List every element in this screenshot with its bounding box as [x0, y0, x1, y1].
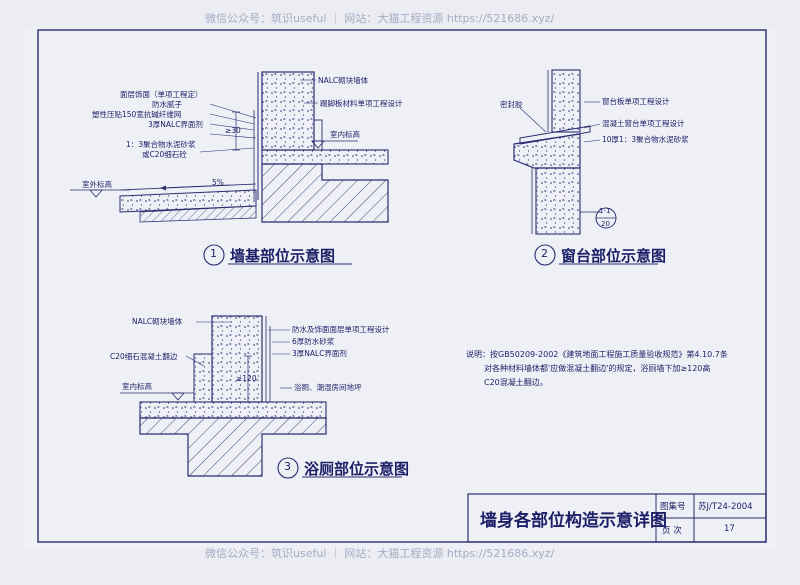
title-block-title: 墙身各部位构造示意详图 [480, 511, 667, 531]
sheet-border [37, 29, 767, 543]
detail-2-drawing [513, 69, 658, 266]
d1-caption: 墙基部位示意图 [230, 247, 336, 265]
title-block-frame [467, 493, 767, 543]
d2-section-top: 1-1 [599, 207, 611, 215]
d2-sealant-label: 密封胶 [500, 100, 523, 109]
d1-nalc-interface-label: 3厚NALC界面剂 [148, 120, 203, 129]
d1-outdoor-label: 室外标高 [82, 180, 112, 189]
detail-3-drawing [120, 315, 402, 479]
sheet-no-label: 图集号 [660, 502, 686, 512]
note-line: 说明：按GB50209-2002《建筑地面工程施工质量验收规范》第4.10.7条 [466, 350, 728, 359]
d3-waterproof-finish-label: 防水及饰面面层单项工程设计 [292, 325, 390, 334]
d3-nalc-interface-label: 3厚NALC界面剂 [292, 349, 347, 358]
d1-plastic-mesh-label: 塑性压贴150宽抗碱纤维网 [92, 110, 182, 119]
d1-nalc-wall-label: NALC砌块墙体 [318, 76, 369, 85]
d1-indoor-label: 室内标高 [330, 130, 360, 139]
d3-nalc-wall-label: NALC砌块墙体 [132, 317, 183, 326]
d1-dim-label: ≥30 [225, 126, 241, 135]
d3-dim-label: ≥120 [236, 374, 257, 383]
notes-block: 说明：按GB50209-2002《建筑地面工程施工质量验收规范》第4.10.7条… [466, 348, 766, 390]
d3-number: 3 [284, 460, 291, 473]
page-value: 17 [724, 524, 735, 534]
page-label: 页 次 [662, 526, 682, 536]
d1-skirting-label: 踢脚板材料单项工程设计 [320, 99, 403, 108]
sheet-no-value: 苏J/T24-2004 [698, 502, 753, 512]
watermark-bottom: 微信公众号：筑识useful ｜ 网站：大猫工程资源 https://52168… [205, 547, 555, 560]
d3-c20-curb-label: C20细石混凝土翻边 [110, 352, 178, 361]
detail-1-drawing [70, 71, 389, 266]
d1-c20-label: 或C20细石砼 [142, 150, 187, 159]
d3-waterproof-mortar-label: 6厚防水砂浆 [292, 337, 335, 346]
note-line: 对各种材料墙体都'应做混凝土翻边'的规定，浴厕墙下加≥120高 [484, 364, 711, 373]
d2-concrete-sill-label: 混凝土窗台单项工程设计 [602, 119, 685, 128]
d3-bath-floor-label: 浴厕、潮湿房间地坪 [294, 383, 362, 392]
d3-indoor-label: 室内标高 [122, 382, 152, 391]
d2-caption: 窗台部位示意图 [561, 247, 667, 265]
d1-waterproof-putty-label: 防水腻子 [152, 100, 182, 109]
d1-number: 1 [210, 247, 217, 260]
d1-finish-label: 面层饰面（单项工程定） [120, 90, 203, 99]
d3-caption: 浴厕部位示意图 [304, 460, 410, 478]
d2-section-bottom: 20 [601, 220, 610, 228]
d2-number: 2 [541, 247, 548, 260]
d2-sill-board-label: 窗台板单项工程设计 [602, 97, 670, 106]
watermark-top: 微信公众号：筑识useful ｜ 网站：大猫工程资源 https://52168… [205, 12, 555, 25]
note-line: C20混凝土翻边。 [484, 378, 548, 387]
drawing-sheet [24, 28, 776, 550]
d1-mortar-label: 1：3聚合物水泥砂浆 [126, 140, 196, 149]
d2-mortar-label: 10厚1：3聚合物水泥砂浆 [602, 135, 689, 144]
d1-slope-label: 5% [212, 178, 224, 187]
